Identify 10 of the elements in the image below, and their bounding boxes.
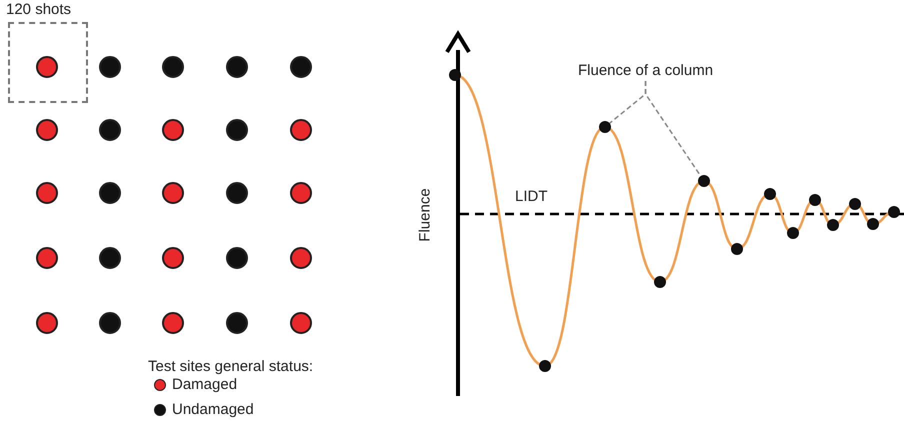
callout-text: Fluence of a column [578,62,714,79]
leader-line [644,81,702,176]
data-point [599,121,611,133]
data-point [698,175,710,187]
frame-label: 120 shots [6,1,72,18]
threshold-label: LIDT [515,188,548,205]
axis-title: Fluence [416,188,434,242]
legend-label: Undamaged [172,401,254,418]
legend-title: Test sites general status: [148,358,314,375]
legend-label: Damaged [172,376,238,393]
